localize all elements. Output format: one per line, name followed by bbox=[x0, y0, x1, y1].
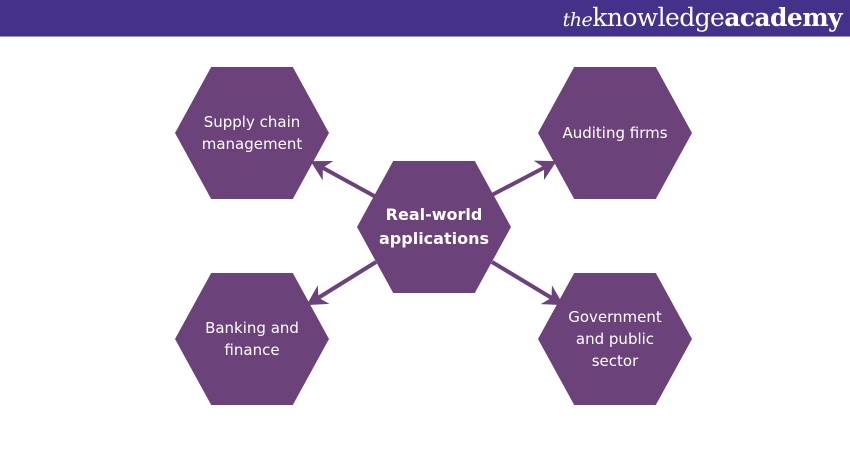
arrowhead-icon bbox=[306, 285, 330, 306]
arrowhead-icon bbox=[540, 285, 564, 306]
label-banking: Banking and finance bbox=[205, 319, 299, 359]
header-bar bbox=[0, 0, 850, 36]
hexagon-banking bbox=[175, 273, 329, 405]
arrow-to-government bbox=[490, 260, 562, 305]
arrowhead-icon bbox=[533, 160, 557, 181]
brand-logo[interactable]: theknowledgeacademy bbox=[562, 1, 843, 35]
logo-the: the bbox=[562, 9, 593, 31]
hexagon-government bbox=[538, 273, 692, 405]
hexagon-auditing bbox=[538, 67, 692, 199]
label-government: Government and public sector bbox=[568, 308, 662, 370]
arrow-to-banking bbox=[308, 260, 378, 305]
arrowhead-icon bbox=[310, 161, 334, 181]
center-label: Real-world applications bbox=[379, 205, 489, 248]
logo-knowledge: knowledge bbox=[592, 3, 725, 32]
hexagon-supply-chain bbox=[175, 67, 329, 199]
logo-academy: academy bbox=[724, 3, 842, 32]
label-auditing: Auditing firms bbox=[562, 124, 668, 142]
header-divider bbox=[0, 36, 850, 37]
center-hexagon bbox=[357, 161, 511, 293]
arrow-to-auditing bbox=[489, 161, 554, 198]
arrow-to-supply-chain bbox=[313, 161, 377, 199]
label-supply-chain: Supply chain management bbox=[201, 113, 303, 153]
